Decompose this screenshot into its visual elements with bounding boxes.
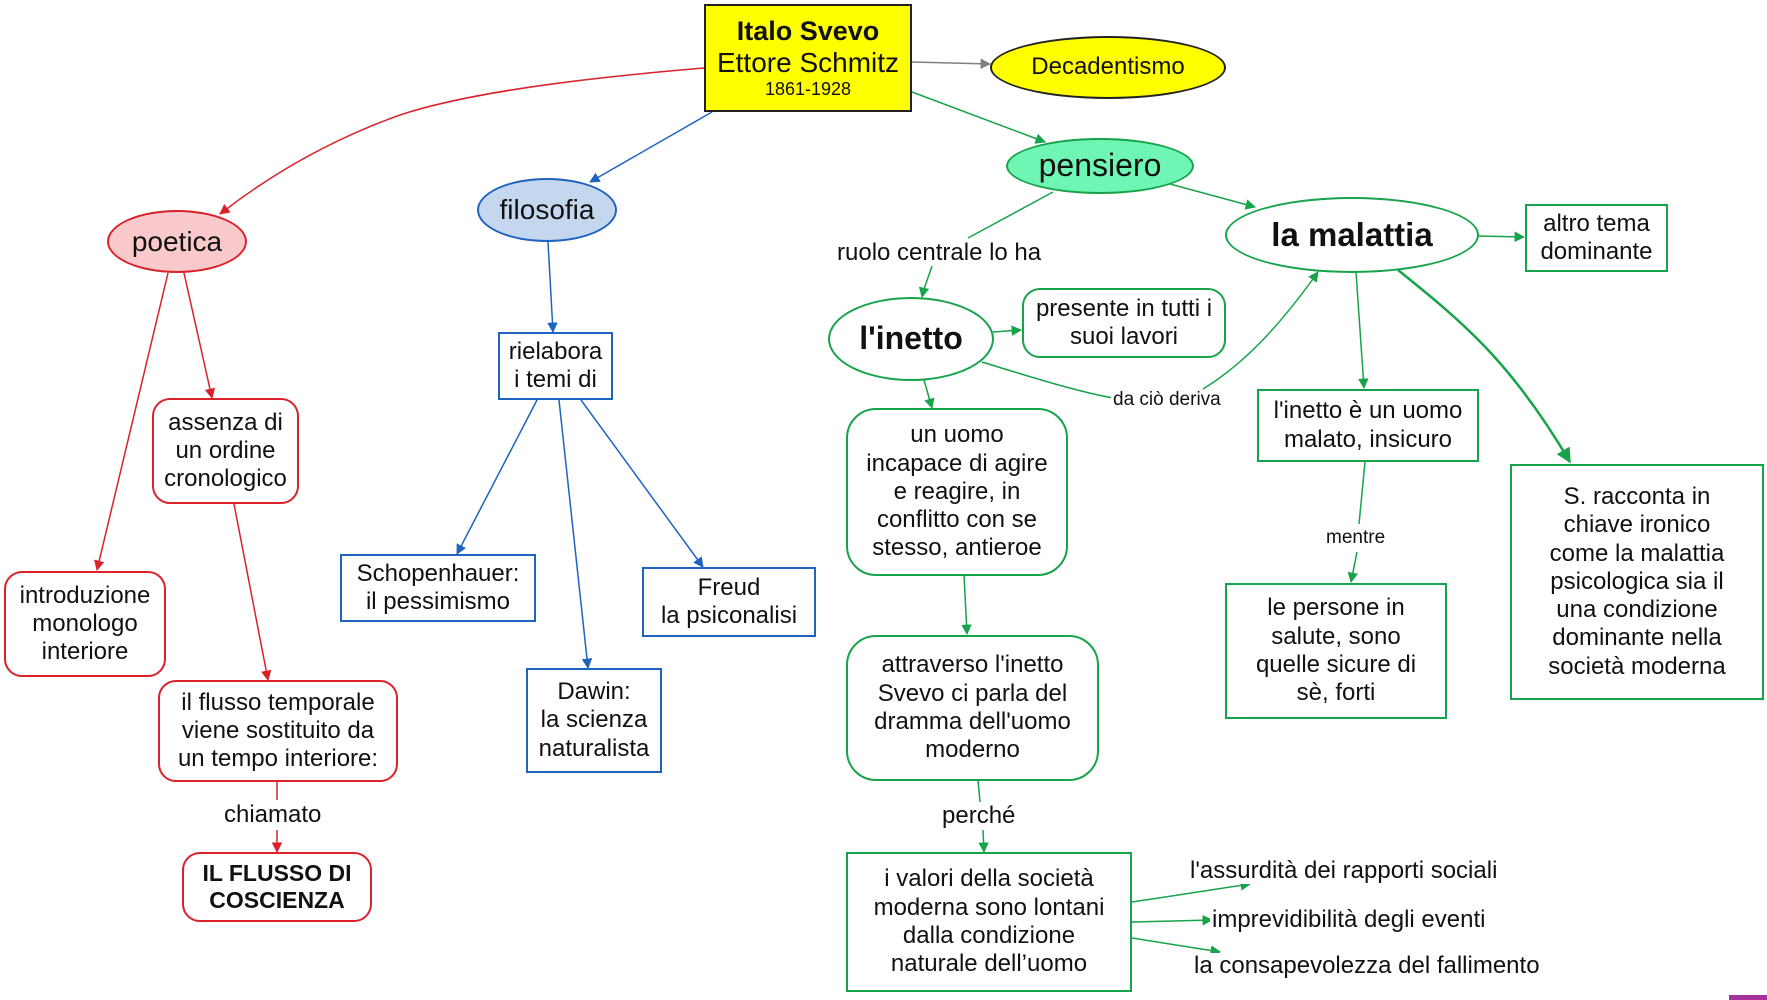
edge-mentre-persone xyxy=(1347,551,1359,584)
decadentismo-label: Decadentismo xyxy=(1031,53,1185,81)
node-racconta-ironico[interactable]: S. racconta in chiave ironico come la ma… xyxy=(1510,464,1764,700)
edge-inetto-presente xyxy=(992,325,1023,336)
outcome-imprevidibilita: imprevidibilità degli eventi xyxy=(1210,906,1488,934)
edge-attraverso-perche xyxy=(977,779,981,803)
link-label-ruolo-centrale: ruolo centrale lo ha xyxy=(835,239,1044,267)
inetto-label: l'inetto xyxy=(859,320,963,357)
edge-root-poetica xyxy=(219,67,705,215)
outcome-consapevolezza: la consapevolezza del fallimento xyxy=(1192,952,1542,980)
edge-inetto-uomo xyxy=(923,379,935,410)
node-decadentismo[interactable]: Decadentismo xyxy=(990,36,1226,99)
edge-valori-outcome-1 xyxy=(1131,880,1252,903)
edge-malattia-racconta xyxy=(1397,269,1572,464)
node-schopenhauer[interactable]: Schopenhauer: il pessimismo xyxy=(340,554,536,622)
edge-filosofia-rielabora xyxy=(547,241,558,334)
filosofia-label: filosofia xyxy=(499,194,595,226)
edge-valori-outcome-2 xyxy=(1131,914,1214,926)
edge-rielabora-freud xyxy=(580,399,704,568)
node-persone-salute[interactable]: le persone in salute, sono quelle sicure… xyxy=(1225,583,1447,719)
node-pensiero[interactable]: pensiero xyxy=(1006,138,1194,194)
root-real-name: Ettore Schmitz xyxy=(716,47,900,79)
edge-pensiero-ruolo xyxy=(967,191,1054,239)
edge-inetto-deriva xyxy=(981,361,1114,399)
node-assenza-ordine[interactable]: assenza di un ordine cronologico xyxy=(152,398,299,504)
pensiero-label: pensiero xyxy=(1038,147,1162,184)
link-label-chiamato: chiamato xyxy=(222,801,324,829)
edge-root-decadentismo xyxy=(911,58,992,70)
node-uomo-incapace[interactable]: un uomo incapace di agire e reagire, in … xyxy=(846,408,1068,576)
root-node-italo-svevo[interactable]: Italo Svevo Ettore Schmitz 1861-1928 xyxy=(704,4,912,112)
poetica-label: poetica xyxy=(131,225,223,257)
root-years: 1861-1928 xyxy=(764,79,852,100)
edge-perche-valori xyxy=(978,829,989,854)
edge-pensiero-malattia xyxy=(1169,183,1257,210)
edge-malattia-inetto-malato xyxy=(1355,271,1369,390)
edge-root-filosofia xyxy=(589,111,713,183)
node-dawin[interactable]: Dawin: la scienza naturalista xyxy=(526,668,662,773)
node-freud[interactable]: Freud la psiconalisi xyxy=(642,567,816,637)
node-valori-societa[interactable]: i valori della società moderna sono lont… xyxy=(846,852,1132,992)
root-name: Italo Svevo xyxy=(736,16,880,47)
link-label-da-cio-deriva: da ciò deriva xyxy=(1111,389,1223,411)
node-flusso-temporale[interactable]: il flusso temporale viene sostituito da … xyxy=(158,680,398,782)
edge-assenza-flusso xyxy=(233,503,272,682)
edge-malattia-altro xyxy=(1477,231,1526,243)
edge-valori-outcome-3 xyxy=(1131,937,1222,956)
edge-ruolo-inetto xyxy=(918,265,933,299)
node-inetto-malato[interactable]: l'inetto è un uomo malato, insicuro xyxy=(1257,389,1479,462)
edge-inetto-malato-mentre xyxy=(1358,461,1366,525)
edge-poetica-assenza xyxy=(183,272,216,400)
edge-root-pensiero xyxy=(911,91,1046,144)
link-label-perche: perché xyxy=(940,802,1018,830)
node-altro-tema[interactable]: altro tema dominante xyxy=(1525,204,1668,272)
node-filosofia[interactable]: filosofia xyxy=(477,178,617,242)
edge-deriva-malattia xyxy=(1202,271,1319,390)
edge-rielabora-dawin xyxy=(558,399,593,670)
node-rielabora-temi[interactable]: rielabora i temi di xyxy=(498,332,613,400)
edge-rielabora-schopenhauer xyxy=(456,399,538,555)
node-poetica[interactable]: poetica xyxy=(107,210,247,273)
node-flusso-di-coscienza[interactable]: IL FLUSSO DI COSCIENZA xyxy=(182,852,372,922)
outcome-assurdita: l'assurdità dei rapporti sociali xyxy=(1188,857,1500,885)
node-presente-lavori[interactable]: presente in tutti i suoi lavori xyxy=(1022,288,1226,358)
node-attraverso-inetto[interactable]: attraverso l'inetto Svevo ci parla del d… xyxy=(846,635,1099,781)
slide-corner-marker xyxy=(1729,995,1767,1000)
node-introduzione-monologo[interactable]: introduzione monologo interiore xyxy=(4,571,166,677)
link-label-mentre: mentre xyxy=(1324,527,1388,549)
edge-poetica-introduzione xyxy=(94,272,169,572)
edge-uomo-attraverso xyxy=(961,574,972,636)
node-malattia[interactable]: la malattia xyxy=(1225,197,1479,273)
node-inetto[interactable]: l'inetto xyxy=(828,297,994,381)
malattia-label: la malattia xyxy=(1271,215,1433,253)
